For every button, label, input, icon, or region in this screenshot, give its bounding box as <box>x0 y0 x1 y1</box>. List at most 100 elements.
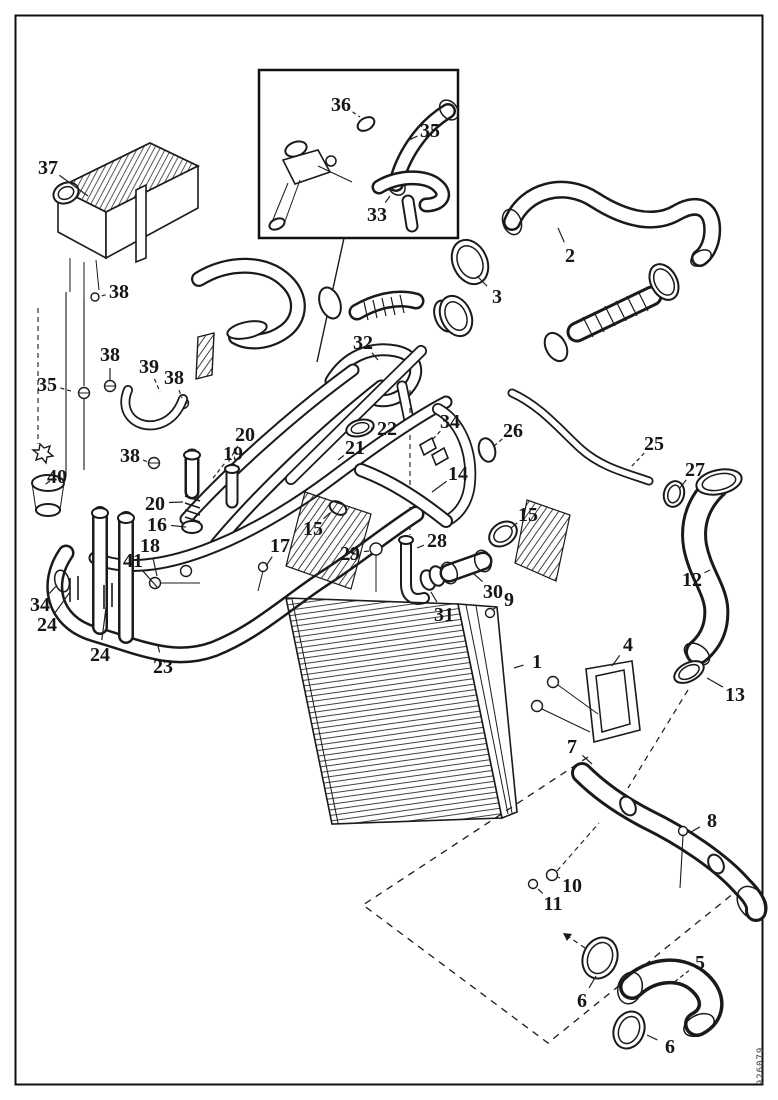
part-callout-17-27: 17 <box>270 535 290 557</box>
part-callout-11-46: 11 <box>544 893 563 915</box>
callout-leader-29 <box>363 550 370 553</box>
bolts-17-18-29 <box>148 542 383 592</box>
part-callout-35-1: 35 <box>420 120 440 142</box>
callout-leader-5 <box>672 970 690 984</box>
callout-leader-27 <box>678 479 687 490</box>
part-callout-37-3: 37 <box>38 157 58 179</box>
callout-leader-24 <box>54 591 71 613</box>
callout-leader-35 <box>60 387 75 393</box>
callout-leader-10 <box>557 876 561 879</box>
expansion-tank <box>52 142 201 300</box>
part-callout-27-20: 27 <box>685 459 705 481</box>
heater-hose-top <box>196 266 298 380</box>
callout-leader-28 <box>416 544 425 549</box>
tank-bracket <box>135 183 147 264</box>
part-callout-14-18: 14 <box>448 463 468 485</box>
inset-thermostat-assembly <box>268 140 353 231</box>
part-callout-1-38: 1 <box>532 651 542 673</box>
tank-feed-lines <box>37 292 85 477</box>
part-callout-19-17: 19 <box>223 443 243 465</box>
ring-6-upper <box>581 936 619 980</box>
callout-leader-38 <box>178 389 183 399</box>
callout-leader-15 <box>323 512 331 520</box>
callout-leader-12 <box>704 569 711 574</box>
part-callout-24-40: 24 <box>90 644 110 666</box>
part-callout-40-22: 40 <box>47 466 67 488</box>
part-callout-38-21: 38 <box>120 445 140 467</box>
callout-leader-6 <box>646 1034 658 1041</box>
callout-leader-39 <box>153 378 161 393</box>
callout-leader-35 <box>406 135 418 142</box>
part-callout-15-26: 15 <box>518 504 538 526</box>
part-callout-7-43: 7 <box>567 736 577 758</box>
part-callout-38-4: 38 <box>109 281 129 303</box>
part-callout-38-9: 38 <box>164 367 184 389</box>
part-callout-4-39: 4 <box>623 634 633 656</box>
bellows-hose-right <box>543 263 680 363</box>
callout-leader-37 <box>58 174 89 197</box>
callout-leader-25 <box>629 452 645 469</box>
callout-leader-7 <box>582 754 593 765</box>
part-callout-20-23: 20 <box>145 493 165 515</box>
part-callout-3-6: 3 <box>492 286 502 308</box>
callout-leader-30 <box>473 573 483 583</box>
callout-leader-18 <box>152 558 158 577</box>
part-callout-12-32: 12 <box>682 569 702 591</box>
callout-leader-38 <box>97 294 106 298</box>
callout-leader-16 <box>170 524 187 528</box>
callout-leader-14 <box>431 480 448 493</box>
part-callout-34-13: 34 <box>440 411 460 433</box>
clamp-34-left <box>53 569 71 593</box>
inset-detail-box <box>257 68 460 363</box>
part-callout-24-37: 24 <box>37 614 57 636</box>
grommet-27 <box>662 480 686 508</box>
inset-clamp-36 <box>356 116 376 132</box>
part-callout-26-14: 26 <box>503 420 523 442</box>
part-callout-21-15: 21 <box>345 437 365 459</box>
callout-leader-33 <box>384 195 391 204</box>
callout-leader-34 <box>48 584 58 594</box>
callout-leader-4 <box>611 654 621 667</box>
callout-leader-41 <box>141 570 159 589</box>
callout-leader-36 <box>352 111 361 118</box>
clamp-rings-3 <box>438 238 490 338</box>
pipe-28-assembly <box>398 535 494 599</box>
part-callout-30-33: 30 <box>483 581 503 603</box>
part-callout-18-28: 18 <box>140 535 160 557</box>
assembly-plane-dashed <box>361 756 735 1044</box>
callout-leader-20 <box>168 501 184 504</box>
callout-leader-6 <box>588 975 597 989</box>
callout-leader-21 <box>337 455 345 461</box>
nut-10-bolt-11 <box>527 822 600 890</box>
radiator <box>285 491 571 825</box>
callout-leader-15 <box>510 522 518 529</box>
wedges-34 <box>419 436 497 467</box>
callout-leader-38 <box>142 459 149 463</box>
part-callout-34-34: 34 <box>30 594 50 616</box>
part-callout-33-2: 33 <box>367 204 387 226</box>
grommet-40 <box>31 442 65 517</box>
part-callout-10-45: 10 <box>562 875 582 897</box>
standpipes-24 <box>53 508 135 636</box>
callout-leader-24 <box>101 599 108 641</box>
part-callout-2-5: 2 <box>565 245 575 267</box>
clamp-22 <box>345 418 375 438</box>
callout-leader-13 <box>706 677 724 688</box>
oil-cooler <box>285 491 372 590</box>
callout-leader-26 <box>493 438 503 447</box>
part-callout-13-42: 13 <box>725 684 745 706</box>
callout-leader-31 <box>430 591 438 603</box>
doc-number: 926079 <box>756 1047 766 1086</box>
bracket-4 <box>585 660 641 744</box>
callout-leader-17 <box>265 556 273 567</box>
shroud-edge <box>514 499 571 582</box>
part-callout-29-29: 29 <box>340 543 360 565</box>
callout-leader-20 <box>226 445 239 465</box>
part-callout-6-49: 6 <box>665 1036 675 1058</box>
part-callout-31-36: 31 <box>434 604 454 626</box>
bolt-8 <box>677 825 689 889</box>
clamp-26 <box>477 437 497 463</box>
part-callout-41-31: 41 <box>123 550 143 572</box>
